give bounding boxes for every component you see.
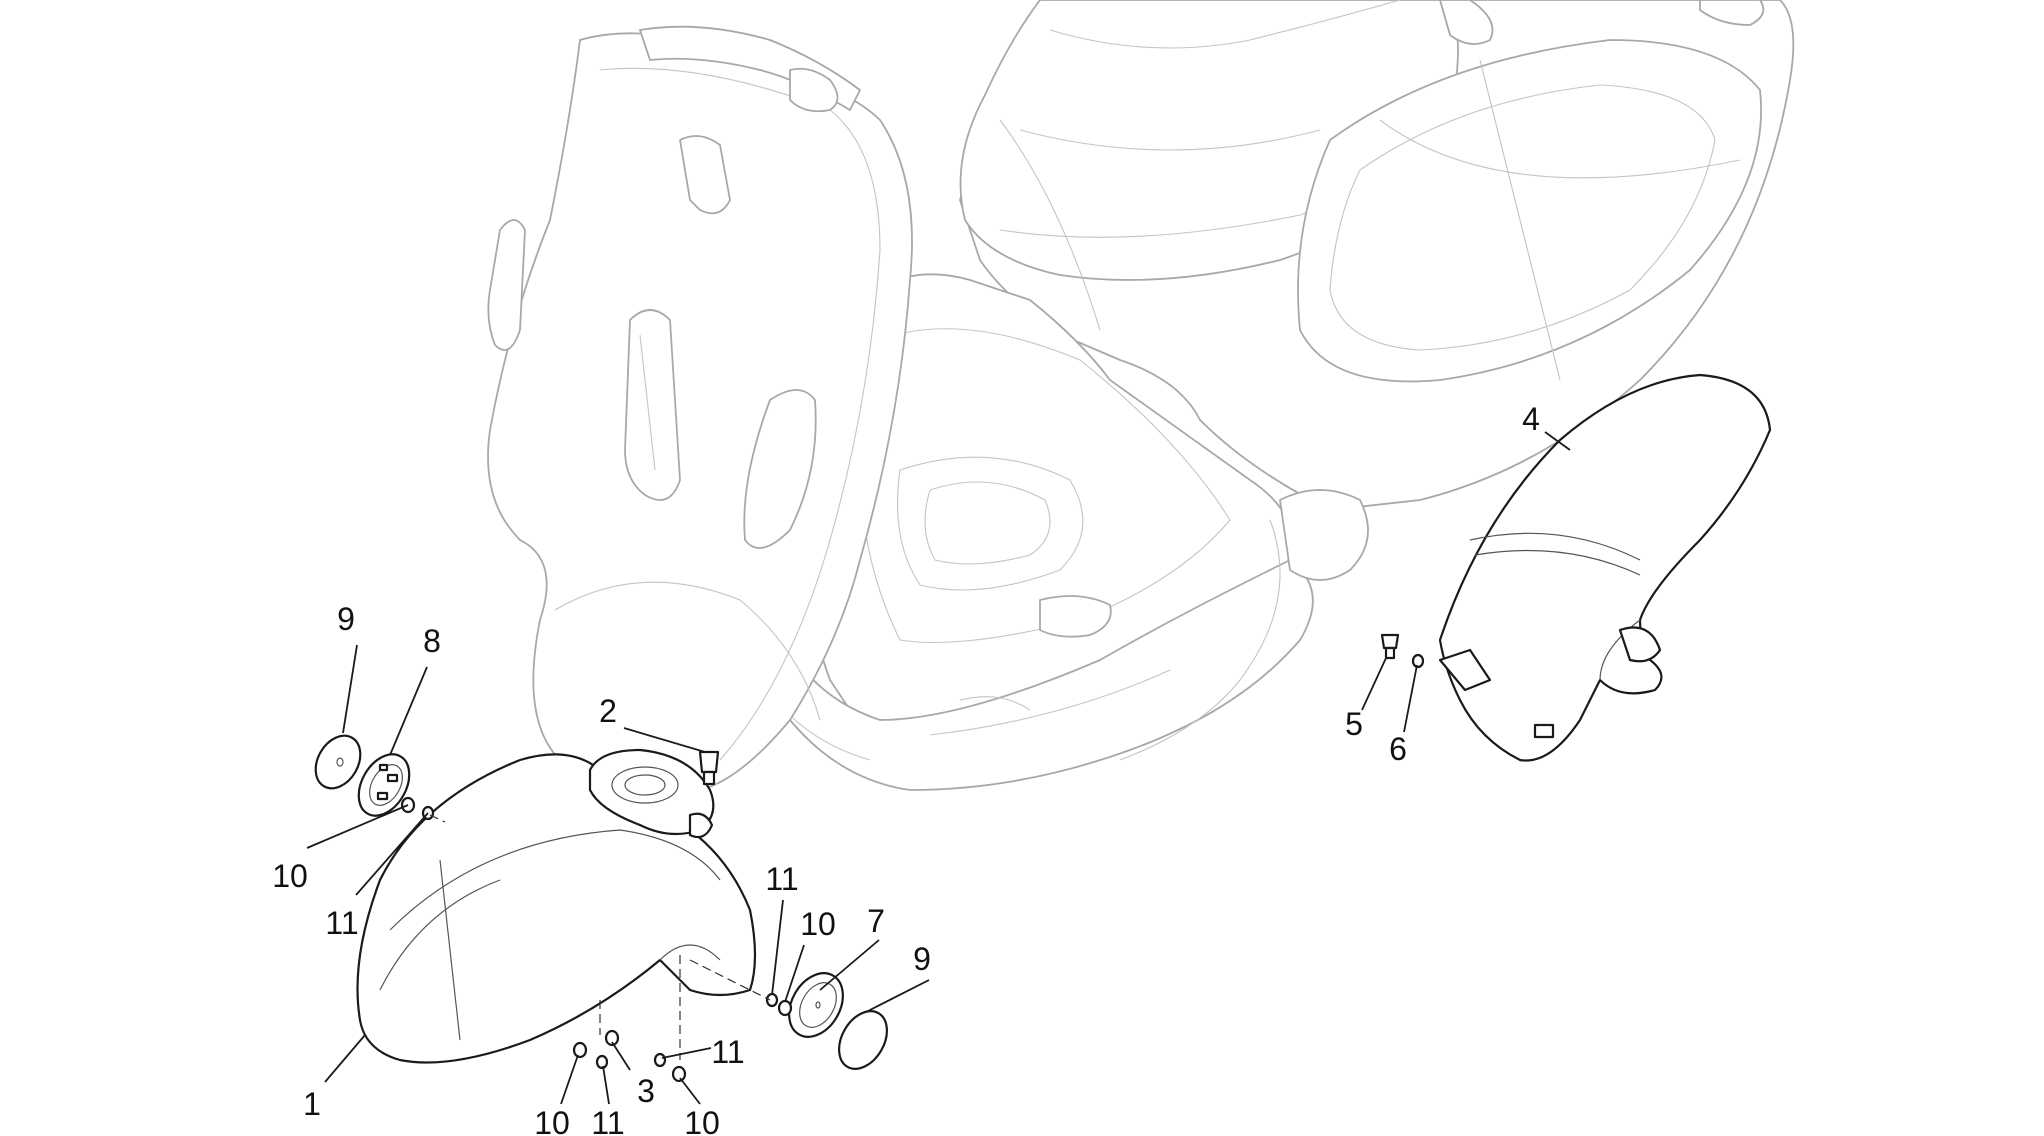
callout-7: 7 bbox=[867, 903, 885, 939]
callout-10-low-right: 10 bbox=[684, 1105, 720, 1136]
hub-cover-left bbox=[314, 734, 411, 817]
scooter-body-ghost bbox=[487, 0, 1795, 793]
callout-9-right: 9 bbox=[913, 941, 931, 977]
callout-10-right: 10 bbox=[800, 906, 836, 942]
callout-4: 4 bbox=[1522, 401, 1540, 437]
screw-part-2 bbox=[698, 750, 720, 786]
bolt-and-washer-rear bbox=[1380, 633, 1425, 669]
callout-10-low: 10 bbox=[534, 1105, 570, 1136]
callout-5: 5 bbox=[1345, 706, 1363, 742]
callout-11-low-right: 11 bbox=[711, 1034, 744, 1070]
callout-6: 6 bbox=[1389, 731, 1407, 767]
hub-cover-right bbox=[788, 972, 888, 1070]
callout-10-left: 10 bbox=[272, 858, 308, 894]
callout-11-left: 11 bbox=[325, 905, 358, 941]
callout-2: 2 bbox=[599, 693, 617, 729]
assembly-axes bbox=[429, 814, 771, 1060]
callout-9-left: 9 bbox=[337, 601, 355, 637]
callout-11-right: 11 bbox=[765, 861, 798, 897]
callout-11-low: 11 bbox=[591, 1105, 624, 1136]
callout-1: 1 bbox=[303, 1086, 321, 1122]
callout-8: 8 bbox=[423, 623, 441, 659]
callout-labels: 9 8 2 10 11 11 10 7 9 1 3 11 10 11 10 4 … bbox=[272, 401, 1540, 1136]
rear-mudguard bbox=[1438, 373, 1772, 762]
leader-lines bbox=[306, 431, 1571, 1105]
front-mudguard bbox=[356, 748, 757, 1064]
callout-3: 3 bbox=[637, 1073, 655, 1109]
